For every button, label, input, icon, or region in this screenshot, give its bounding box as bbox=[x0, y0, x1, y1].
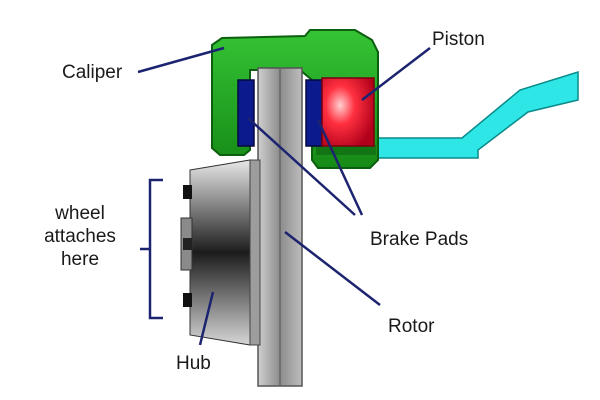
hub-leader bbox=[198, 291, 215, 346]
wheel-stud-top bbox=[183, 185, 192, 199]
rotor-label: Rotor bbox=[388, 316, 435, 337]
wheel-label-line2: attaches bbox=[44, 226, 116, 247]
wheel-attaches-label: wheel attaches here bbox=[30, 202, 130, 271]
caliper-label: Caliper bbox=[62, 62, 123, 83]
piston bbox=[321, 77, 375, 147]
brake-pad-leader-outer bbox=[316, 119, 364, 216]
hub-label: Hub bbox=[176, 353, 211, 374]
brake-pads-label: Brake Pads bbox=[370, 229, 469, 250]
caliper-leader bbox=[137, 46, 225, 74]
brake-pad-leader-inner bbox=[247, 117, 356, 216]
caliper-inner-ridge bbox=[316, 145, 376, 155]
piston-leader bbox=[361, 47, 431, 101]
rotor-leader bbox=[284, 231, 381, 306]
rotor-hat bbox=[249, 159, 261, 346]
brake-line bbox=[374, 70, 579, 159]
piston-label: Piston bbox=[432, 29, 485, 50]
brake-pad-outer bbox=[305, 79, 323, 147]
wheel-stud-bottom bbox=[183, 293, 192, 307]
brake-pad-inner bbox=[237, 79, 255, 147]
hub-body bbox=[189, 159, 251, 346]
wheel-bracket bbox=[140, 178, 163, 320]
wheel-label-line1: wheel bbox=[55, 203, 105, 224]
wheel-stud-mid bbox=[183, 238, 192, 250]
wheel-label-line3: here bbox=[60, 249, 100, 270]
